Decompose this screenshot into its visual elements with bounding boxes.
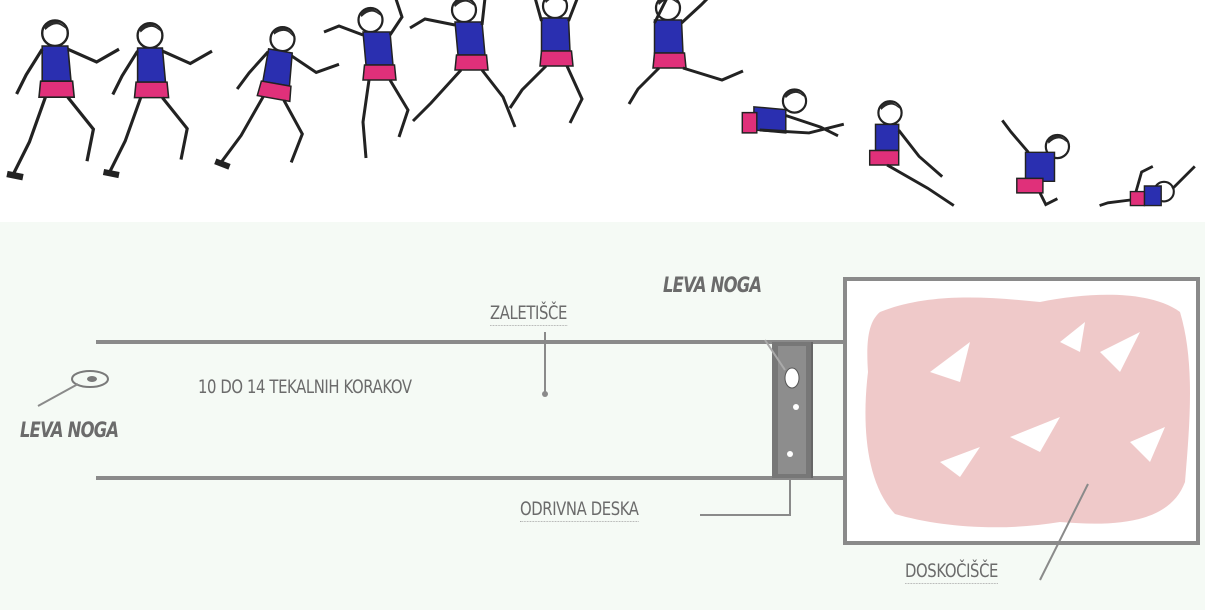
athlete-figure-icon	[741, 88, 845, 138]
athlete-figure-icon	[627, 0, 744, 105]
athlete-figure-icon	[409, 0, 517, 128]
athlete-figure-icon	[868, 100, 955, 207]
pointer-line	[37, 383, 79, 407]
jump-sequence-strip	[0, 0, 1205, 222]
takeoff-board	[772, 342, 813, 478]
footprint-icon	[71, 370, 109, 388]
left-foot-board-label: LEVA NOGA	[663, 273, 762, 297]
sand-area	[865, 294, 1190, 528]
athlete-figure-icon	[215, 19, 344, 182]
pointer-line	[764, 339, 786, 371]
athlete-figure-icon	[1001, 119, 1071, 207]
athlete-figure-icon	[508, 0, 584, 124]
landing-pit-label: DOSKOČIŠČE	[905, 560, 999, 584]
run-steps-label: 10 DO 14 TEKALNIH KORAKOV	[198, 376, 412, 398]
jump-sequence-svg	[0, 0, 1196, 207]
left-foot-start-label: LEVA NOGA	[20, 418, 119, 442]
pointer-line	[700, 478, 791, 516]
athlete-figure-icon	[104, 23, 213, 175]
athlete-figure-icon	[7, 20, 119, 177]
runway-diagram: 10 DO 14 TEKALNIH KORAKOV ZALETIŠČE LEVA…	[0, 222, 1205, 610]
runway-label: ZALETIŠČE	[490, 302, 567, 326]
landing-pit	[843, 277, 1200, 545]
athlete-figure-icon	[1099, 165, 1196, 207]
runway-diagram-svg	[37, 277, 1200, 581]
pointer-line	[1039, 483, 1089, 581]
athlete-figure-icon	[323, 0, 410, 159]
takeoff-board-label: ODRIVNA DESKA	[520, 498, 639, 522]
footprint-icon	[784, 367, 800, 389]
